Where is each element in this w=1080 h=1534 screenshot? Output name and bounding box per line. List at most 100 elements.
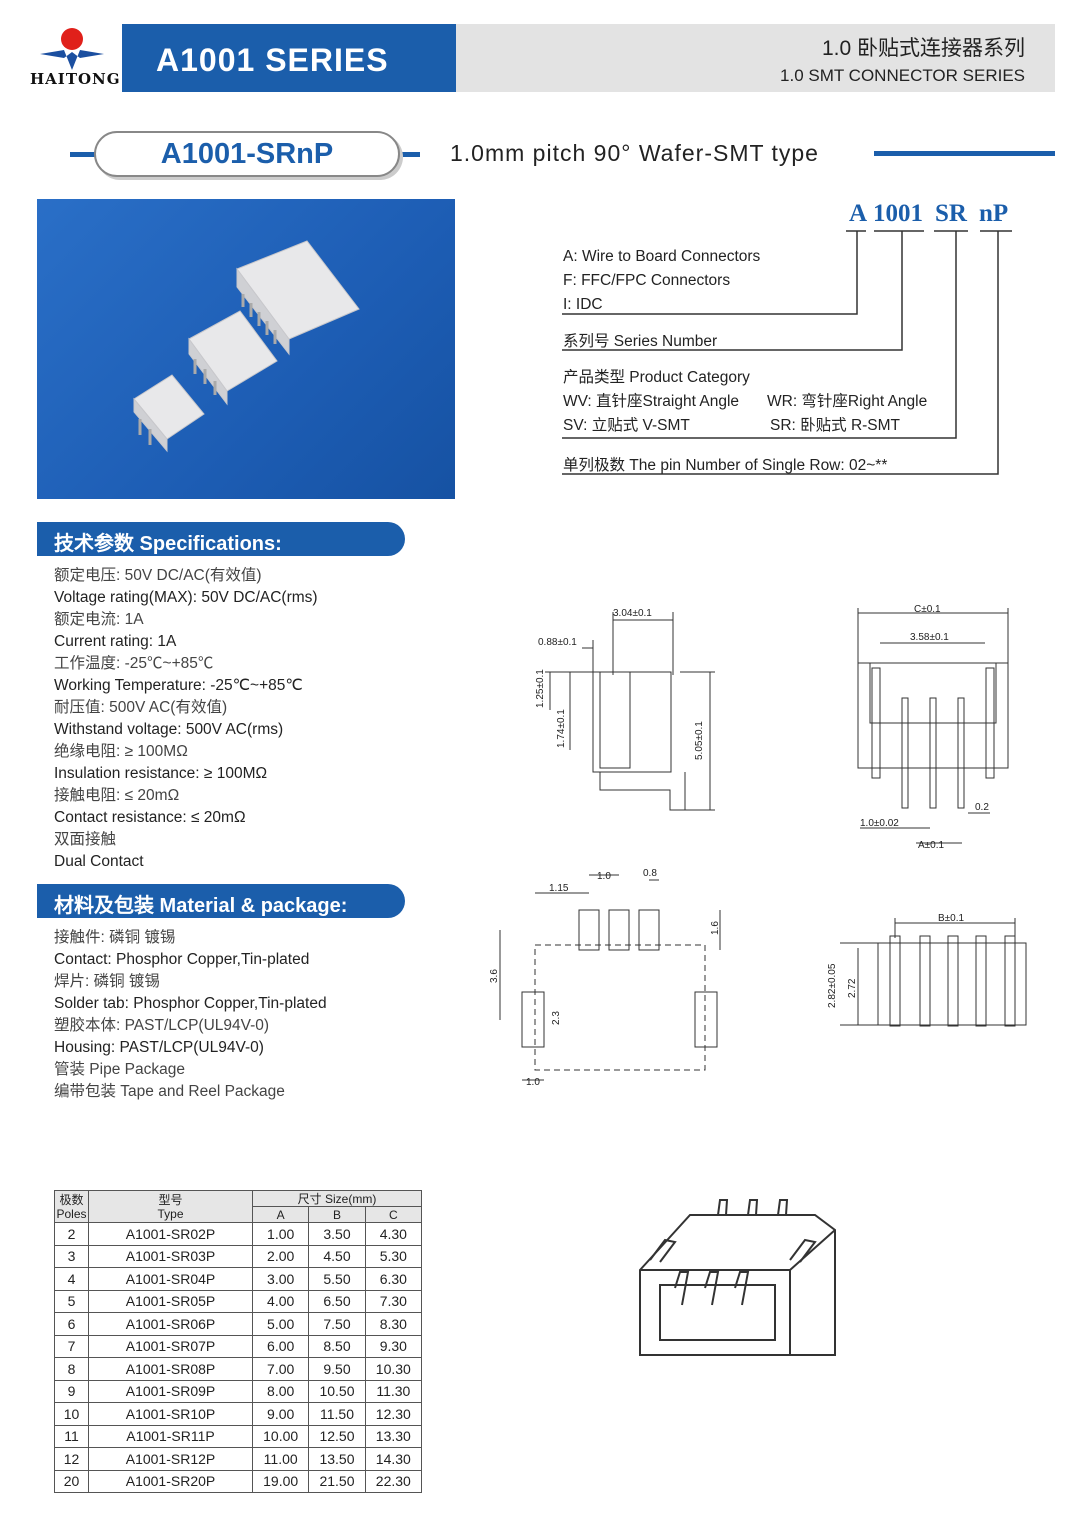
cell-type: A1001-SR04P [88, 1267, 253, 1291]
material-heading: 材料及包装 Material & package: [37, 884, 405, 918]
dim-label: B±0.1 [938, 913, 964, 924]
cell-c: 5.30 [364, 1244, 423, 1268]
cell-type: A1001-SR06P [88, 1312, 253, 1336]
dim-label: 1.0 [597, 871, 611, 882]
material-line: Housing: PAST/LCP(UL94V-0) [54, 1039, 264, 1056]
header-b: B [308, 1206, 366, 1223]
series-banner: A1001 SERIES [122, 24, 456, 92]
cell-b: 3.50 [308, 1222, 366, 1246]
cell-poles: 8 [54, 1357, 89, 1381]
dim-label: 2.72 [847, 978, 858, 998]
title-en: 1.0 SMT CONNECTOR SERIES [780, 66, 1025, 85]
code-line: I: IDC [563, 296, 603, 313]
cell-type: A1001-SR07P [88, 1334, 253, 1358]
spec-line: Dual Contact [54, 853, 144, 870]
cell-type: A1001-SR11P [88, 1424, 253, 1448]
cell-poles: 5 [54, 1289, 89, 1313]
cell-a: 4.00 [251, 1289, 310, 1313]
dim-label: 1.0±0.02 [860, 818, 899, 829]
cell-b: 10.50 [308, 1379, 366, 1403]
cell-c: 11.30 [364, 1379, 423, 1403]
pcb-layout-drawing: 1.15 1.0 0.8 1.6 3.6 2.3 1.0 [489, 868, 721, 1088]
cell-a: 7.00 [251, 1357, 310, 1381]
cell-type: A1001-SR20P [88, 1469, 253, 1493]
cell-type: A1001-SR05P [88, 1289, 253, 1313]
dim-label: 1.74±0.1 [556, 709, 567, 748]
dim-label: 2.3 [551, 1011, 562, 1025]
cell-type: A1001-SR02P [88, 1222, 253, 1246]
cell-c: 9.30 [364, 1334, 423, 1358]
cell-b: 9.50 [308, 1357, 366, 1381]
dim-label: 3.58±0.1 [910, 632, 949, 643]
dim-label: 1.25±0.1 [535, 669, 546, 708]
spec-line: Voltage rating(MAX): 50V DC/AC(rms) [54, 589, 318, 606]
material-line: 编带包装 Tape and Reel Package [54, 1083, 285, 1100]
cell-b: 7.50 [308, 1312, 366, 1336]
cell-a: 5.00 [251, 1312, 310, 1336]
spec-line: 工作温度: -25℃~+85℃ [54, 655, 214, 672]
dim-label: 3.04±0.1 [613, 608, 652, 619]
cell-a: 19.00 [251, 1469, 310, 1493]
side-view-drawing: 3.04±0.1 0.88±0.1 1.25±0.1 1.74±0.1 5.05… [535, 608, 715, 811]
cell-c: 12.30 [364, 1402, 423, 1426]
cell-type: A1001-SR10P [88, 1402, 253, 1426]
cell-type: A1001-SR08P [88, 1357, 253, 1381]
dim-label: 2.82±0.05 [827, 963, 838, 1008]
spec-line: Insulation resistance: ≥ 100MΩ [54, 765, 268, 782]
cell-a: 2.00 [251, 1244, 310, 1268]
code-part-type: SR [935, 200, 967, 227]
cell-a: 8.00 [251, 1379, 310, 1403]
code-line: F: FFC/FPC Connectors [563, 272, 731, 289]
top-view-drawing: B±0.1 2.82±0.05 2.72 [827, 913, 1027, 1027]
header-type-en: Type [157, 1206, 184, 1221]
header-type-zh: 型号 [158, 1192, 183, 1207]
cell-poles: 20 [54, 1469, 89, 1493]
cell-poles: 3 [54, 1244, 89, 1268]
cell-b: 21.50 [308, 1469, 366, 1493]
cell-b: 12.50 [308, 1424, 366, 1448]
code-line: A: Wire to Board Connectors [563, 248, 761, 265]
cell-poles: 4 [54, 1267, 89, 1291]
dim-label: 0.8 [643, 868, 657, 879]
cell-poles: 9 [54, 1379, 89, 1403]
cell-a: 6.00 [251, 1334, 310, 1358]
dim-label: A±0.1 [918, 840, 944, 851]
code-type-wr: WR: 弯针座Right Angle [767, 393, 928, 410]
cell-b: 4.50 [308, 1244, 366, 1268]
header-poles-en: Poles [56, 1206, 87, 1221]
spec-line: Withstand voltage: 500V AC(rms) [54, 721, 284, 738]
dim-label: C±0.1 [914, 604, 941, 615]
divider [396, 152, 420, 157]
cell-c: 6.30 [364, 1267, 423, 1291]
code-pins: 单列极数 The pin Number of Single Row: 02~** [563, 457, 888, 474]
code-type-sr: SR: 卧贴式 R-SMT [770, 417, 901, 434]
cell-c: 7.30 [364, 1289, 423, 1313]
material-line: 焊片: 磷铜 镀锡 [54, 973, 160, 990]
cell-b: 13.50 [308, 1447, 366, 1471]
cell-c: 4.30 [364, 1222, 423, 1246]
spec-line: 接触电阻: ≤ 20mΩ [54, 787, 180, 804]
material-line: 塑胶本体: PAST/LCP(UL94V-0) [54, 1017, 270, 1034]
header-poles-zh: 极数 [59, 1192, 84, 1207]
code-category-list: A: Wire to Board Connectors F: FFC/FPC C… [563, 245, 760, 317]
brand-name: HAITONG [30, 70, 121, 88]
spec-line: 绝缘电阻: ≥ 100MΩ [54, 743, 188, 760]
code-leader-lines [562, 230, 1012, 475]
material-line: Solder tab: Phosphor Copper,Tin-plated [54, 995, 327, 1012]
cell-poles: 7 [54, 1334, 89, 1358]
cell-poles: 2 [54, 1222, 89, 1246]
cell-type: A1001-SR12P [88, 1447, 253, 1471]
spec-line: 额定电压: 50V DC/AC(有效值) [54, 567, 262, 584]
connector-3d-drawing [639, 1199, 836, 1356]
cell-poles: 12 [54, 1447, 89, 1471]
divider [70, 152, 100, 157]
